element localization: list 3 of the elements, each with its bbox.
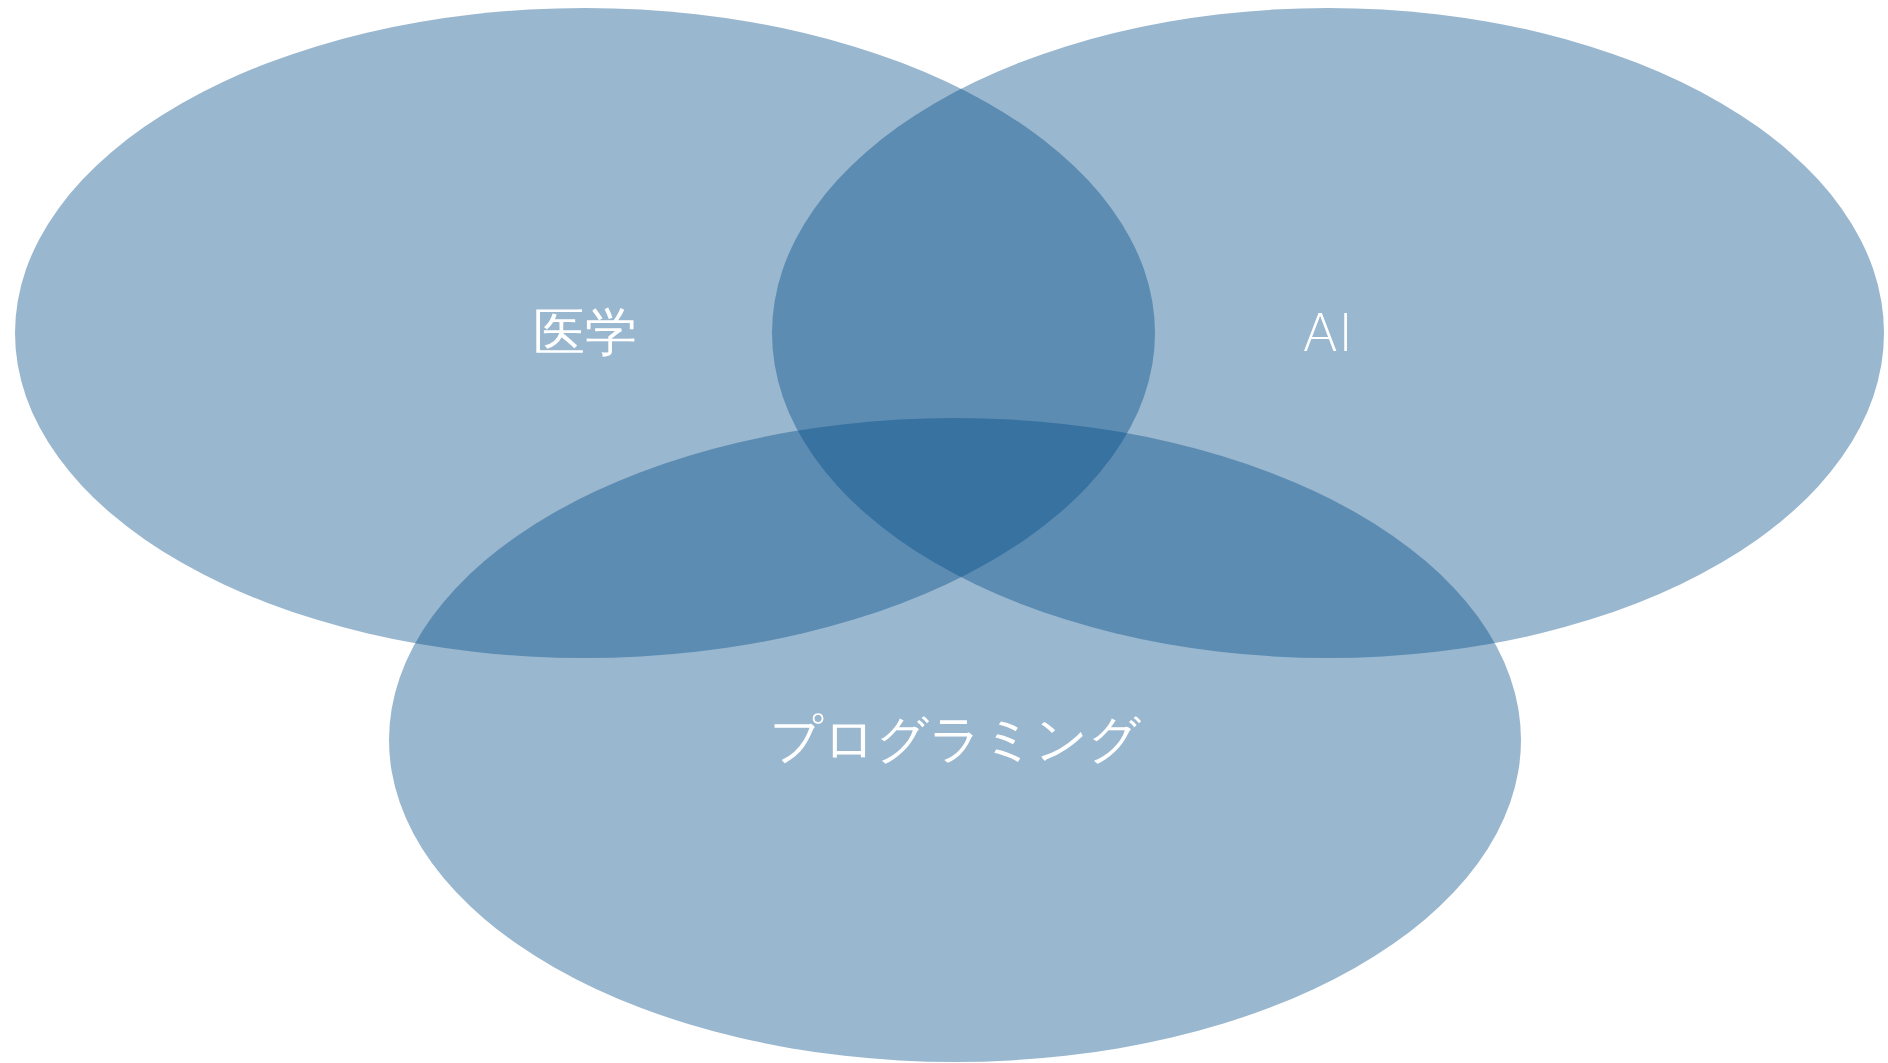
set-label: プログラミング (769, 708, 1141, 771)
set-label: AI (1302, 303, 1354, 363)
set-label: 医学 (533, 301, 637, 364)
